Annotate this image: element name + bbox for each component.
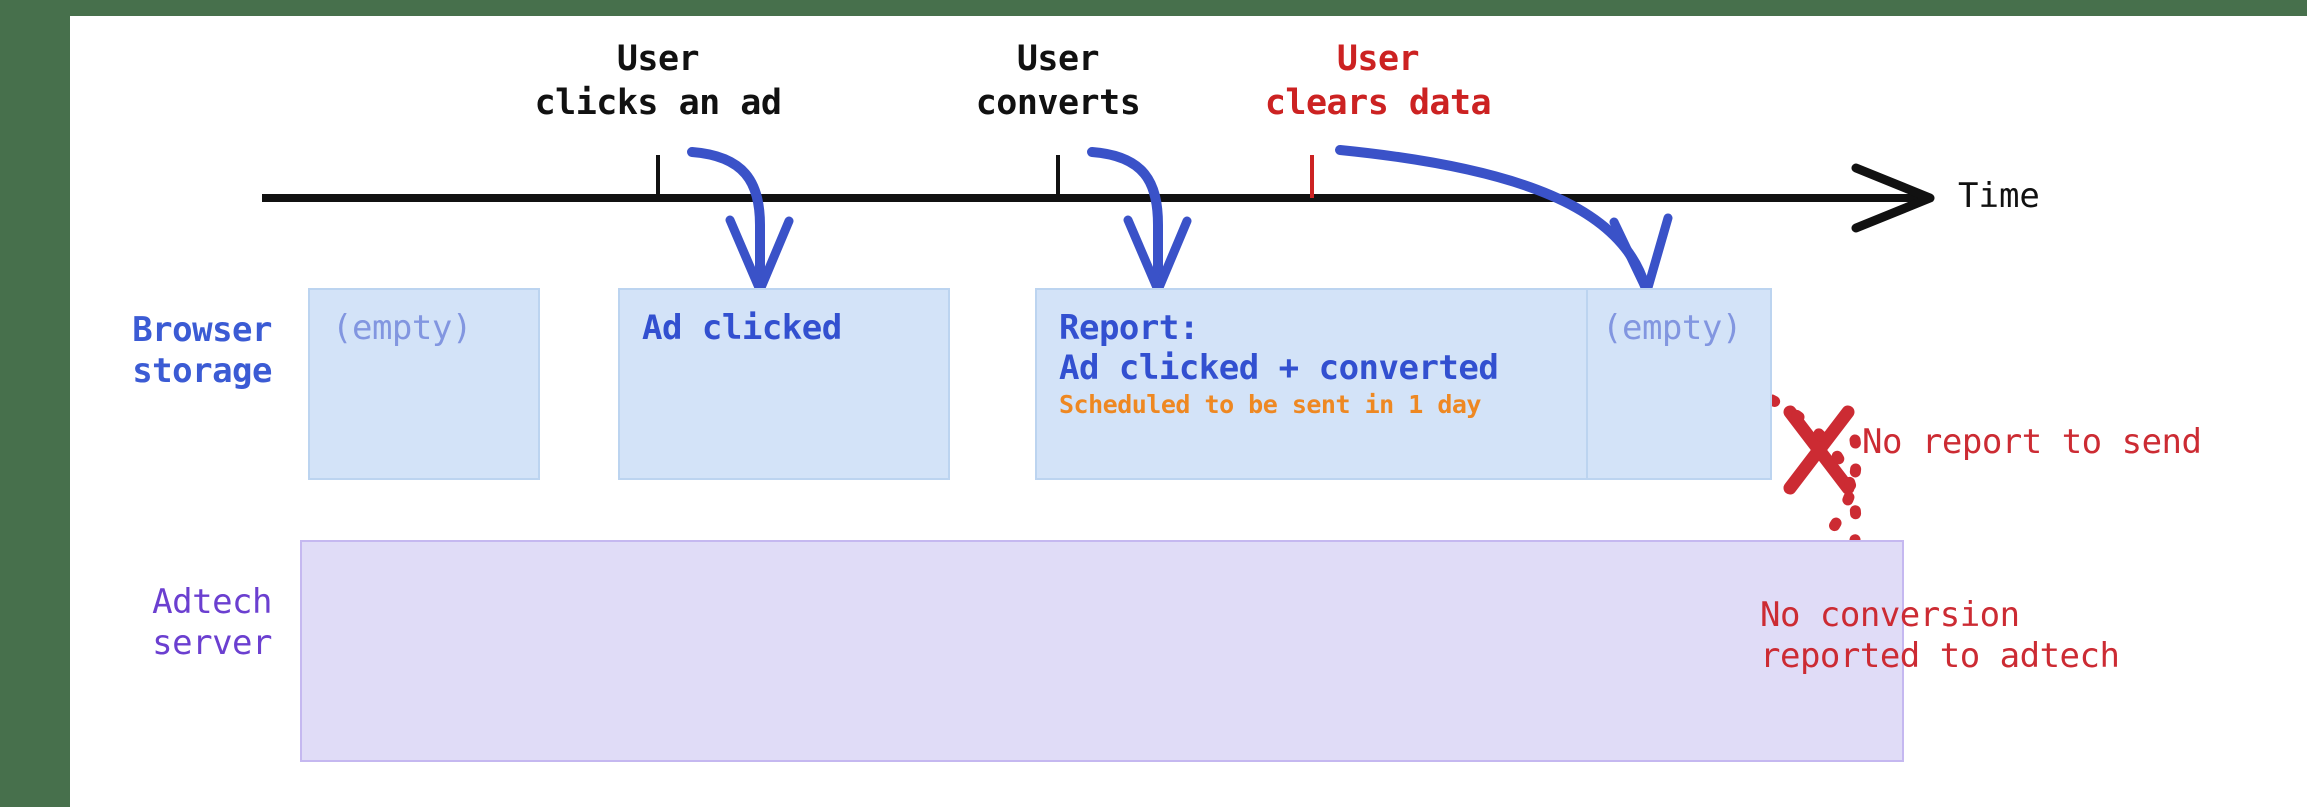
annotation-no-conversion: No conversion reported to adtech (1760, 595, 2120, 677)
storage-box-text: Report: Ad clicked + converted (1059, 308, 1499, 389)
top-green-band (0, 0, 2307, 16)
red-x-icon (1783, 405, 1855, 495)
timeline-label-click: User clicks an ad (534, 39, 782, 123)
timeline-axis (262, 163, 1935, 233)
arrow-click-to-ad-clicked (687, 147, 765, 291)
arrow-convert-to-report (1087, 147, 1163, 291)
storage-box-subtext: Scheduled to be sent in 1 day (1059, 390, 1482, 419)
dotted-blocked-arrow (1766, 394, 1862, 554)
storage-box-ad-clicked: Ad clicked (618, 288, 950, 480)
left-green-band (0, 0, 70, 807)
storage-box-text: Ad clicked (642, 308, 842, 348)
timeline-axis-label: Time (1958, 176, 2040, 216)
row-label-adtech-server: Adtech server (152, 582, 272, 664)
storage-box-empty-initial: (empty) (308, 288, 540, 480)
storage-box-empty-cleared: (empty) (1586, 288, 1772, 480)
adtech-server-box (300, 540, 1904, 762)
row-label-browser-storage: Browser storage (132, 310, 272, 392)
storage-box-text: (empty) (1602, 308, 1742, 348)
timeline-label-convert: User converts (975, 39, 1141, 123)
annotation-no-report: No report to send (1862, 422, 2202, 462)
timeline-label-clear: User clears data (1264, 39, 1492, 123)
arrow-clear-to-empty (1335, 145, 1650, 291)
storage-box-report: Report: Ad clicked + converted Scheduled… (1035, 288, 1591, 480)
storage-box-text: (empty) (332, 308, 472, 348)
